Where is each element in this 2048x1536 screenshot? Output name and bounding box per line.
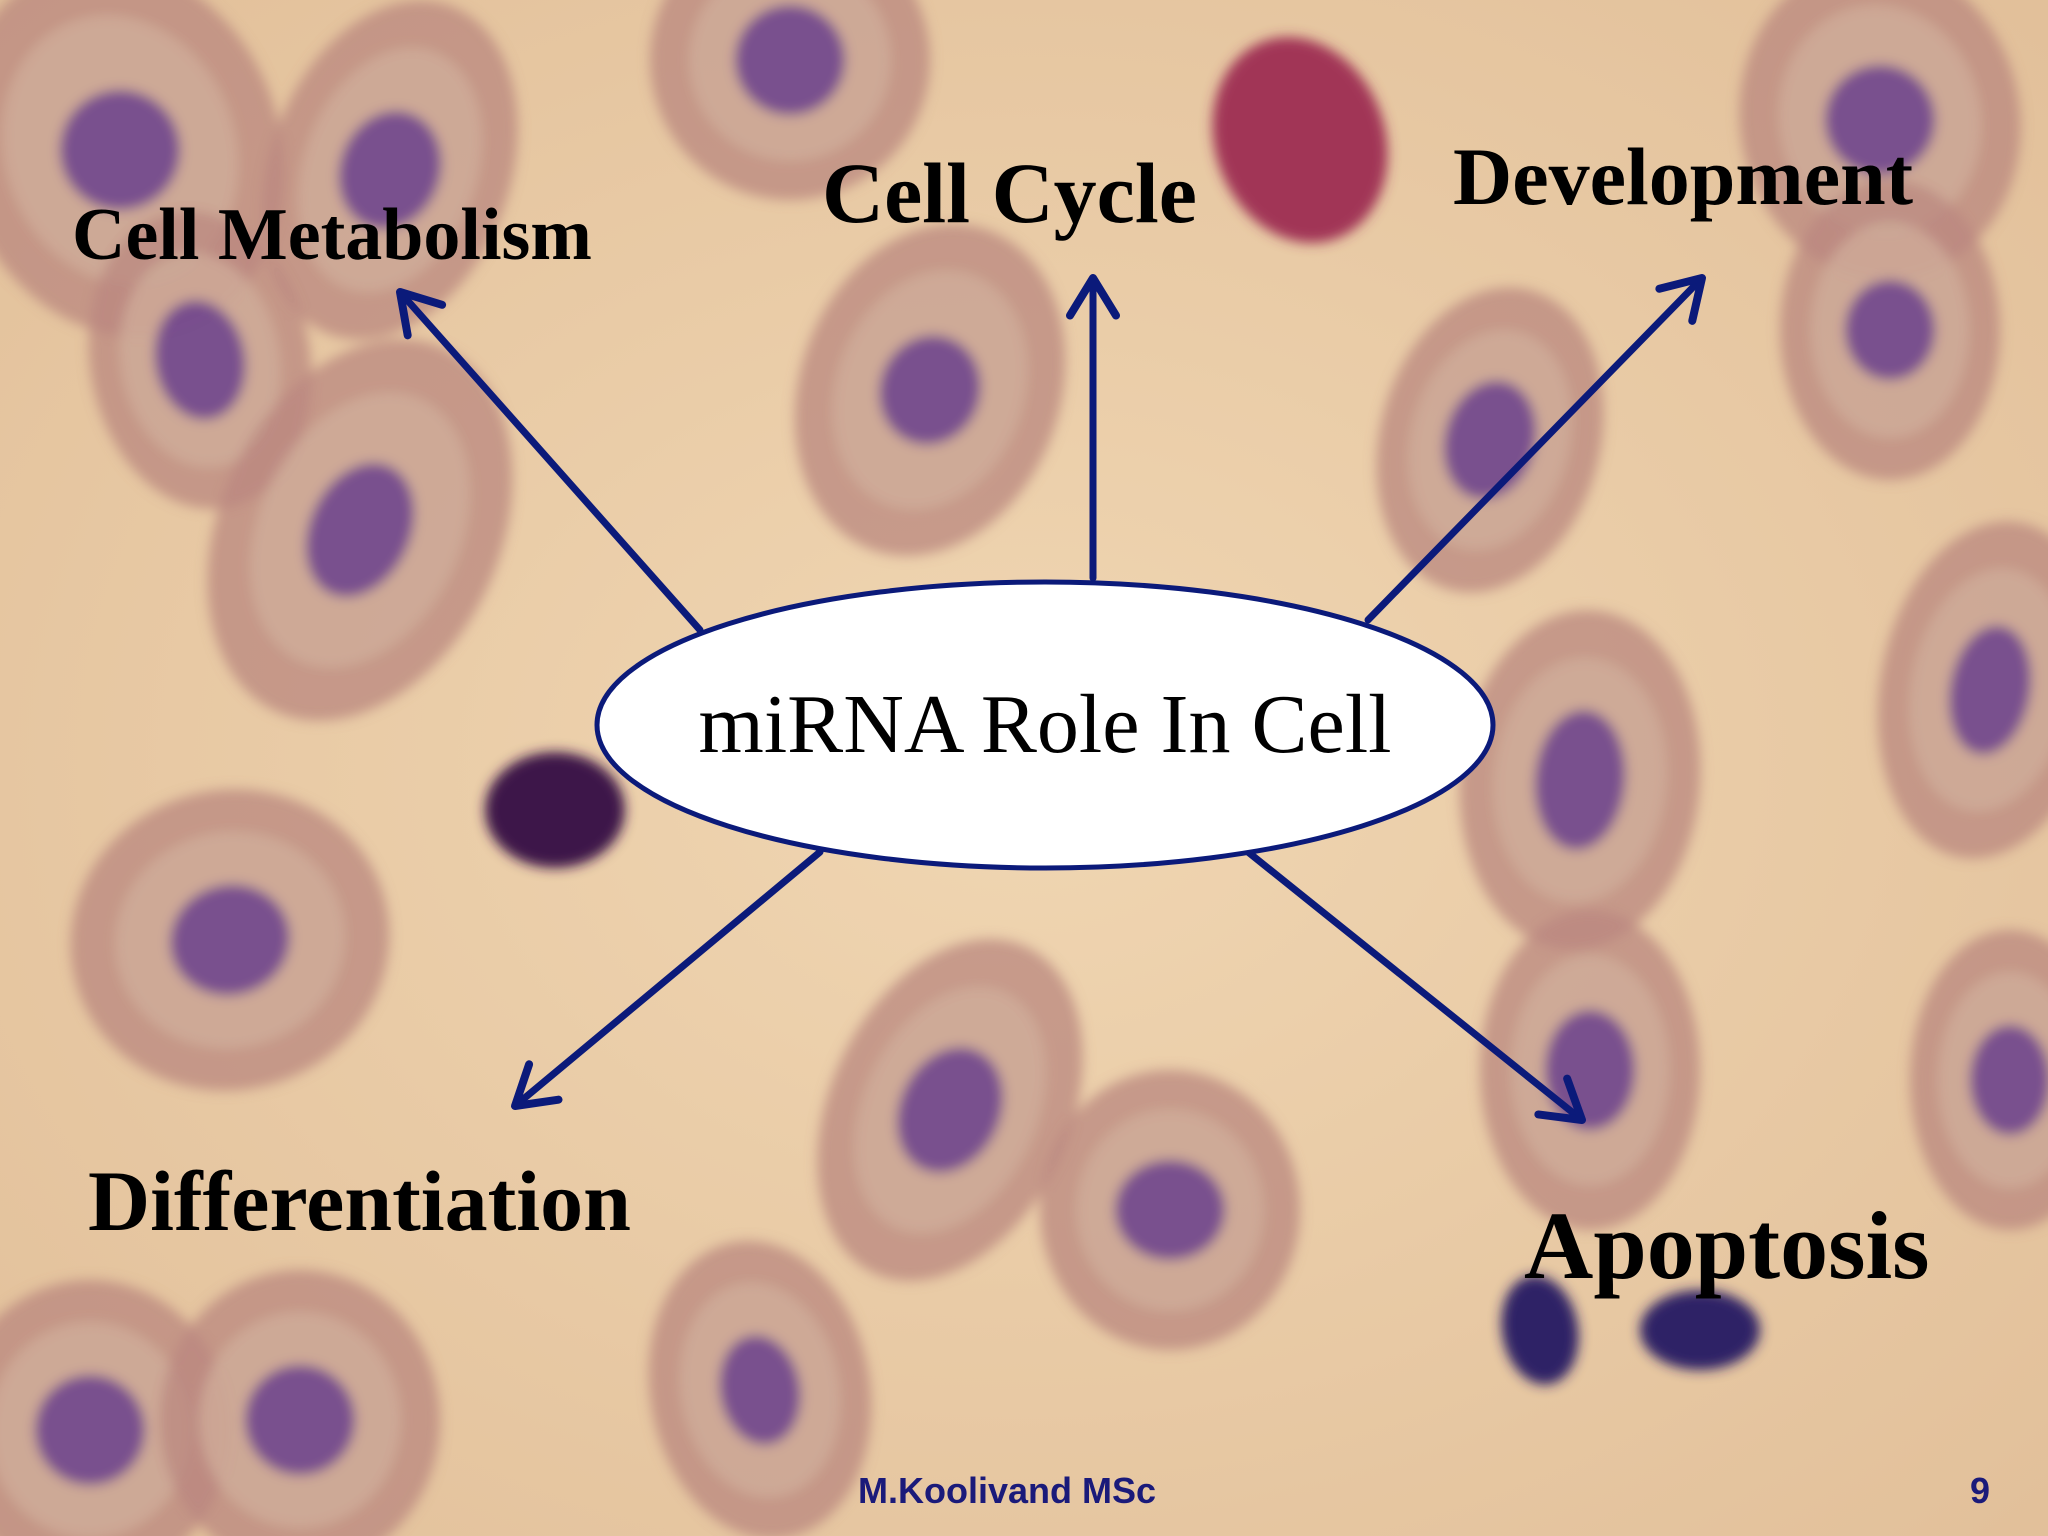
arrow-head — [1534, 1074, 1586, 1124]
cell-nucleus — [305, 463, 415, 597]
arrow-to-cell-cycle — [1066, 274, 1120, 582]
footer-author: M.Koolivand MSc — [858, 1470, 1157, 1511]
cell-nucleus — [735, 5, 845, 115]
background-cell — [817, 939, 1083, 1281]
background-cell — [1739, 0, 2021, 280]
arrow-head — [1655, 274, 1706, 325]
background-cell — [794, 224, 1066, 556]
arrow-shaft — [511, 848, 824, 1110]
branch-label-differentiation: Differentiation — [88, 1153, 631, 1249]
center-label: miRNA Role In Cell — [698, 677, 1392, 771]
stained-cell — [1501, 1275, 1579, 1385]
stained-cell — [485, 752, 625, 868]
cell-nucleus — [879, 335, 981, 445]
stained-cell — [1212, 37, 1388, 243]
branch-label-cell-metabolism: Cell Metabolism — [72, 194, 592, 276]
arrow-shaft — [396, 288, 704, 634]
cell-nucleus — [1545, 1010, 1635, 1130]
background-cell — [650, 0, 930, 200]
cell-nucleus — [35, 1375, 145, 1485]
arrow-shaft — [1244, 848, 1586, 1124]
branch-label-development: Development — [1453, 131, 1914, 222]
cell-nucleus — [1534, 710, 1626, 850]
cell-nucleus — [1845, 280, 1935, 380]
cell-nucleus — [1115, 1160, 1225, 1260]
background-cell — [70, 789, 390, 1091]
background-cell — [1780, 180, 2000, 480]
arrow-to-apoptosis — [1244, 848, 1586, 1124]
branch-label-cell-cycle: Cell Cycle — [822, 145, 1197, 241]
arrow-head — [396, 288, 447, 340]
background-cell — [160, 1270, 440, 1536]
branch-label-apoptosis: Apoptosis — [1524, 1192, 1930, 1299]
background-cell — [1910, 930, 2048, 1230]
stained-cell — [1640, 1290, 1760, 1370]
arrow-head — [511, 1060, 563, 1110]
center-ellipse — [594, 579, 1496, 871]
background-cell — [262, 0, 518, 340]
background-cell — [648, 1241, 872, 1536]
cell-nucleus — [719, 1335, 801, 1445]
cell-nucleus — [170, 884, 290, 996]
arrow-head — [1066, 274, 1120, 320]
arrow-to-development — [1364, 274, 1706, 624]
cell-nucleus — [1825, 65, 1935, 176]
cell-nucleus — [60, 90, 180, 210]
background-cell — [1480, 910, 1700, 1230]
background-cell — [207, 339, 513, 721]
background-cell — [1459, 610, 1701, 950]
cell-nucleus — [1970, 1025, 2048, 1135]
arrows-group — [396, 274, 1706, 1124]
background-cell — [1877, 521, 2048, 859]
arrow-to-differentiation — [511, 848, 824, 1110]
cell-nucleus — [245, 1365, 355, 1475]
arrow-shaft — [1364, 274, 1706, 624]
cell-nucleus — [154, 300, 246, 420]
cell-nucleus — [1949, 625, 2031, 755]
page-number: 9 — [1970, 1470, 1991, 1511]
cell-nucleus — [897, 1047, 1003, 1173]
cell-nucleus — [338, 111, 442, 229]
arrow-to-cell-metabolism — [396, 288, 704, 634]
background-cell — [1040, 1070, 1300, 1350]
